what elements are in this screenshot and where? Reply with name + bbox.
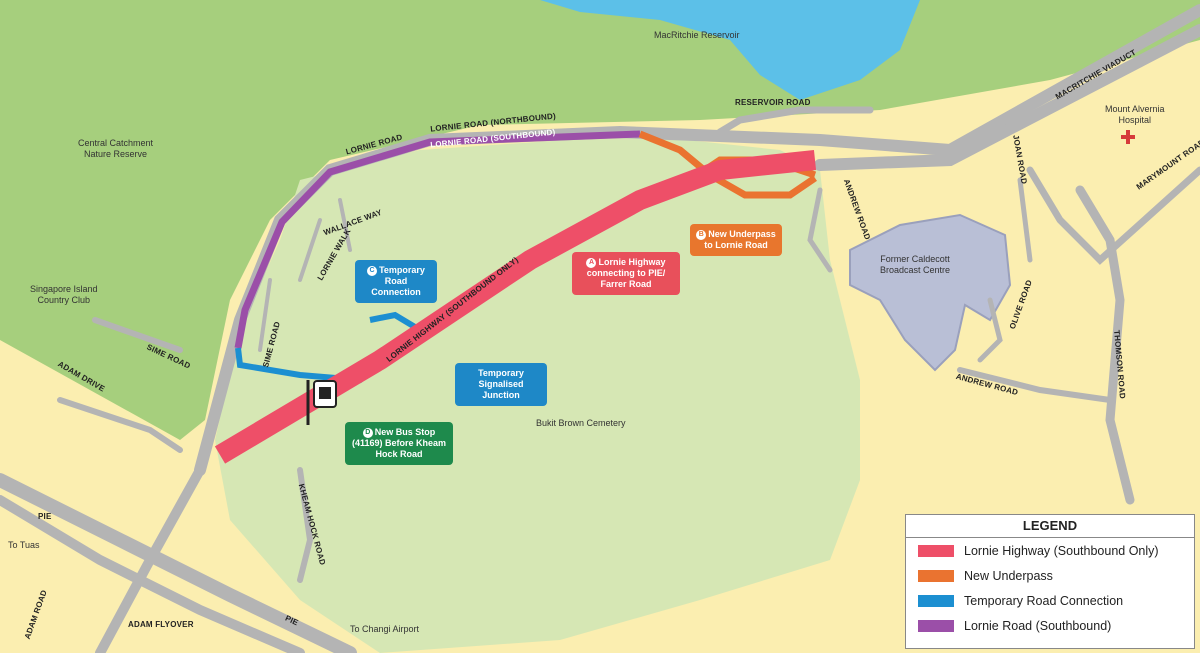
label-adam-flyover: ADAM FLYOVER <box>128 620 194 629</box>
label-broadcast-centre: Former Caldecott Broadcast Centre <box>880 254 951 275</box>
label-reservoir-road: RESERVOIR ROAD <box>735 98 811 107</box>
label-to-tuas: To Tuas <box>8 540 40 550</box>
hospital-icon <box>1121 130 1135 144</box>
legend-item-lornie-road-southbound: Lornie Road (Southbound) <box>906 613 1194 638</box>
lornie-road-southbound-line <box>234 130 641 349</box>
label-pie-a: PIE <box>38 512 52 521</box>
legend: LEGEND Lornie Highway (Southbound Only) … <box>905 514 1195 649</box>
reservoir-water <box>540 0 920 100</box>
legend-item-new-underpass: New Underpass <box>906 563 1194 588</box>
label-macritchie-reservoir: MacRitchie Reservoir <box>654 30 740 40</box>
legend-title: LEGEND <box>906 515 1194 538</box>
label-central-catchment: Central Catchment Nature Reserve <box>78 138 154 159</box>
pie-road <box>0 473 357 653</box>
callout-temporary-signalised-junction[interactable]: Temporary Signalised Junction <box>455 363 547 406</box>
broadcast-centre-area <box>849 213 1012 372</box>
nature-reserve-area <box>0 0 1200 440</box>
label-bukit-brown: Bukit Brown Cemetery <box>536 418 626 428</box>
label-to-changi: To Changi Airport <box>350 624 420 634</box>
lornie-highway-line <box>214 150 817 464</box>
legend-swatch <box>918 544 954 557</box>
label-country-club: Singapore Island Country Club <box>30 284 98 305</box>
label-mount-alvernia: Mount Alvernia Hospital <box>1105 104 1165 125</box>
legend-swatch <box>918 569 954 582</box>
legend-swatch <box>918 619 954 632</box>
legend-item-lornie-highway: Lornie Highway (Southbound Only) <box>906 538 1194 563</box>
legend-swatch <box>918 594 954 607</box>
legend-item-temporary-road: Temporary Road Connection <box>906 588 1194 613</box>
